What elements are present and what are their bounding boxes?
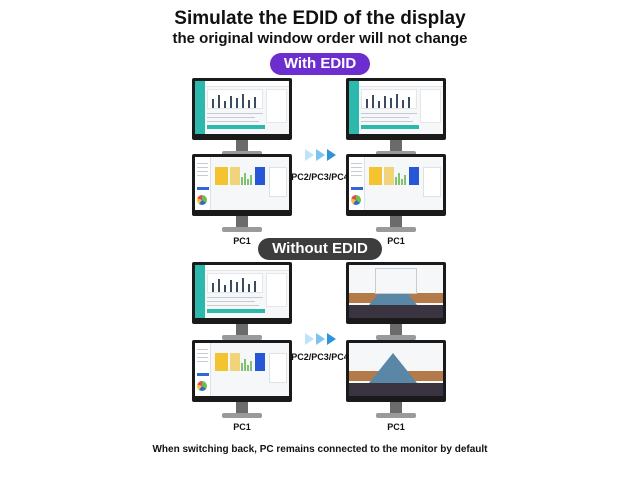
dashboard-topbar bbox=[359, 81, 443, 87]
arrow-right-icon bbox=[327, 333, 336, 345]
monitor-foot bbox=[222, 413, 262, 418]
yellow-card bbox=[215, 167, 228, 185]
label-pc1-with-edid-right: PC1 bbox=[387, 236, 405, 246]
monitor-neck bbox=[236, 140, 248, 151]
monitor-neck bbox=[236, 216, 248, 227]
monitor-without-edid-pc1-top bbox=[192, 262, 292, 342]
dashboard-chart-card bbox=[361, 89, 417, 109]
monitor-with-edid-pc1-top bbox=[192, 78, 292, 158]
dashboard-accent-strip bbox=[207, 309, 265, 313]
page-title: Simulate the EDID of the display bbox=[174, 8, 466, 29]
dashboard-sidebar bbox=[195, 81, 205, 134]
dashboard-chart-card bbox=[207, 89, 263, 109]
dashboard-topbar bbox=[205, 81, 289, 87]
dashboard-sidebar bbox=[195, 343, 211, 396]
monitor-foot bbox=[222, 335, 262, 340]
blue-card bbox=[409, 167, 419, 185]
footer-note: When switching back, PC remains connecte… bbox=[152, 444, 488, 455]
monitor-without-edid-pcx-top bbox=[346, 262, 446, 342]
yellow-card bbox=[215, 353, 228, 371]
monitor-foot bbox=[376, 335, 416, 340]
dashboard-panel bbox=[269, 167, 287, 197]
monitor-neck bbox=[390, 140, 402, 151]
monitor-with-edid-pc1-bottom bbox=[192, 154, 292, 234]
arrow-right-icon bbox=[316, 333, 325, 345]
monitor-neck bbox=[390, 324, 402, 335]
pie-chart-icon bbox=[197, 381, 207, 391]
sidebar-button bbox=[197, 187, 209, 190]
dashboard-screen bbox=[349, 81, 443, 134]
dashboard-screen bbox=[195, 81, 289, 134]
wallpaper-screen bbox=[349, 265, 443, 318]
label-pc1-without-edid-right: PC1 bbox=[387, 422, 405, 432]
dashboard-sidebar bbox=[349, 157, 365, 210]
dashboard-sidebar bbox=[195, 265, 205, 318]
switch-arrows-without-edid bbox=[305, 333, 336, 345]
dashboard-sidebar bbox=[195, 157, 211, 210]
monitor-with-edid-pcx-top bbox=[346, 78, 446, 158]
with-edid-pill: With EDID bbox=[270, 53, 370, 75]
monitor-neck bbox=[390, 402, 402, 413]
arrow-right-icon bbox=[305, 149, 314, 161]
dashboard-side-card bbox=[266, 89, 287, 123]
wallpaper-screen bbox=[349, 343, 443, 396]
dashboard-screen bbox=[195, 157, 289, 210]
monitor-without-edid-pc1-bottom bbox=[192, 340, 292, 420]
shrunk-window bbox=[375, 268, 417, 294]
ground-shape bbox=[349, 305, 443, 318]
ground-shape bbox=[349, 383, 443, 396]
sidebar-button bbox=[197, 373, 209, 376]
monitor-foot bbox=[376, 227, 416, 232]
dashboard-panel bbox=[423, 167, 441, 197]
dashboard-chart-card bbox=[207, 273, 263, 293]
dashboard-accent-strip bbox=[207, 125, 265, 129]
dashboard-panel bbox=[269, 353, 287, 383]
arrow-right-icon bbox=[327, 149, 336, 161]
dashboard-side-card bbox=[420, 89, 441, 123]
page-subtitle: the original window order will not chang… bbox=[172, 30, 468, 47]
switch-arrows-with-edid bbox=[305, 149, 336, 161]
pyramid-shape bbox=[369, 353, 417, 383]
arrow-right-icon bbox=[316, 149, 325, 161]
pie-chart-icon bbox=[197, 195, 207, 205]
yellow-card-secondary bbox=[230, 167, 240, 185]
sidebar-button bbox=[351, 187, 363, 190]
monitor-neck bbox=[236, 324, 248, 335]
label-pc1-without-edid: PC1 bbox=[233, 422, 251, 432]
monitor-foot bbox=[376, 151, 416, 156]
arrow-right-icon bbox=[305, 333, 314, 345]
monitor-with-edid-pcx-bottom bbox=[346, 154, 446, 234]
without-edid-pill: Without EDID bbox=[258, 238, 382, 260]
pie-chart-icon bbox=[351, 195, 361, 205]
monitor-neck bbox=[236, 402, 248, 413]
yellow-card bbox=[369, 167, 382, 185]
dashboard-side-card bbox=[266, 273, 287, 307]
blue-card bbox=[255, 167, 265, 185]
monitor-foot bbox=[222, 151, 262, 156]
blue-card bbox=[255, 353, 265, 371]
dashboard-accent-strip bbox=[361, 125, 419, 129]
label-pc1-with-edid: PC1 bbox=[233, 236, 251, 246]
monitor-foot bbox=[376, 413, 416, 418]
dashboard-screen bbox=[349, 157, 443, 210]
monitor-neck bbox=[390, 216, 402, 227]
dashboard-sidebar bbox=[349, 81, 359, 134]
monitor-without-edid-pcx-bottom bbox=[346, 340, 446, 420]
yellow-card-secondary bbox=[384, 167, 394, 185]
yellow-card-secondary bbox=[230, 353, 240, 371]
label-pc-multi-without-edid: PC2/PC3/PC4 bbox=[291, 352, 349, 362]
dashboard-screen bbox=[195, 265, 289, 318]
dashboard-screen bbox=[195, 343, 289, 396]
dashboard-topbar bbox=[205, 265, 289, 271]
label-pc-multi-with-edid: PC2/PC3/PC4 bbox=[291, 172, 349, 182]
monitor-foot bbox=[222, 227, 262, 232]
